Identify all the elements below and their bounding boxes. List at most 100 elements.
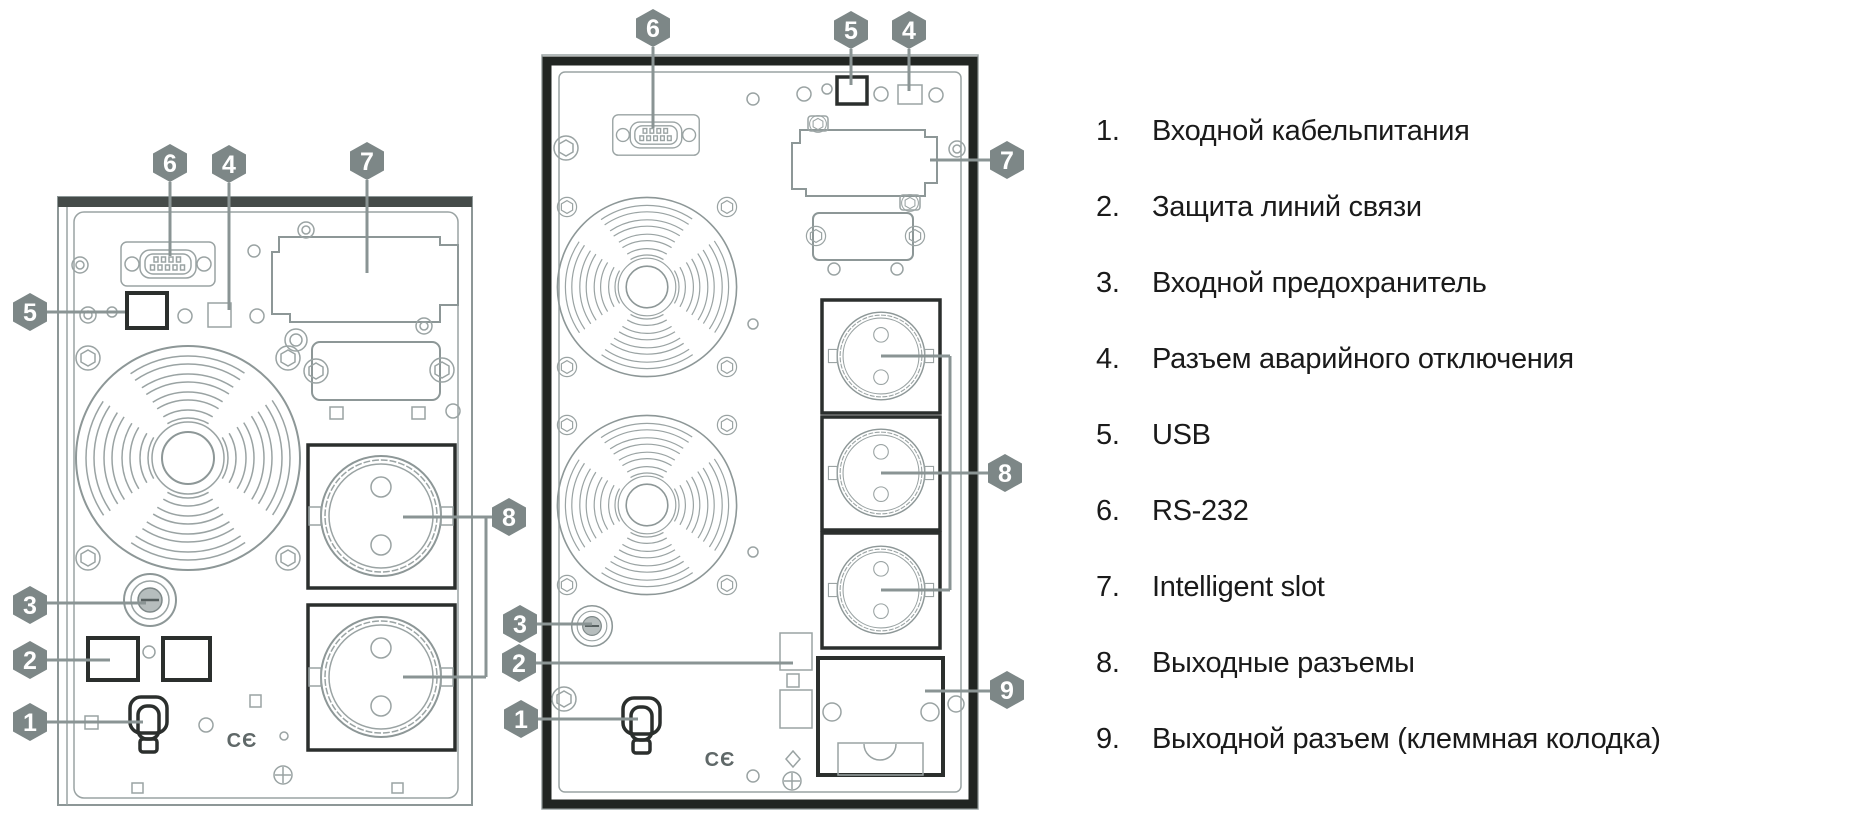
- legend-item-2: 2. Защита линий связи: [1096, 187, 1422, 227]
- input-fuse: [122, 572, 178, 628]
- callout-badge-middle-1: 1: [504, 700, 538, 738]
- svg-text:5: 5: [23, 299, 37, 327]
- legend-item-8: 8. Выходные разъемы: [1096, 643, 1415, 683]
- screw-icon: [297, 221, 315, 239]
- legend-item-4: 4. Разъем аварийного отключения: [1096, 339, 1574, 379]
- legend-label: Входной кабельпитания: [1152, 114, 1470, 147]
- legend-number: 4.: [1096, 342, 1120, 375]
- legend-number: 5.: [1096, 418, 1120, 451]
- callout-badge-left-8: 8: [492, 498, 526, 536]
- option-slot: [812, 212, 914, 261]
- svg-text:4: 4: [222, 151, 236, 179]
- svg-text:5: 5: [844, 17, 858, 45]
- svg-text:7: 7: [1000, 147, 1014, 175]
- legend-item-9: 9. Выходной разъем (клеммная колодка): [1096, 719, 1661, 759]
- ground-screw-icon: [782, 771, 802, 791]
- legend-label: Разъем аварийного отключения: [1152, 342, 1574, 375]
- callout-badge-left-5: 5: [13, 293, 47, 331]
- legend-label: Защита линий связи: [1152, 190, 1422, 223]
- svg-text:2: 2: [512, 650, 526, 678]
- comm-line-protection-ports: [779, 632, 813, 729]
- usb-port: [125, 291, 169, 330]
- input-fuse: [570, 604, 614, 648]
- callout-badge-left-2: 2: [13, 641, 47, 679]
- svg-text:8: 8: [502, 504, 516, 532]
- callout-badge-middle-2: 2: [502, 644, 536, 682]
- intelligent-slot: [791, 129, 938, 197]
- callout-lines-middle: [536, 47, 990, 721]
- intelligent-slot: [271, 236, 459, 323]
- legend-label: Выходной разъем (клеммная колодка): [1152, 722, 1661, 755]
- legend-number: 8.: [1096, 646, 1120, 679]
- power-cable-inlet: [621, 696, 662, 755]
- svg-text:2: 2: [23, 647, 37, 675]
- diamond-screw-icon: [785, 749, 801, 769]
- screw-icon: [904, 225, 926, 247]
- legend-item-5: 5. USB: [1096, 415, 1211, 455]
- callout-badge-middle-9: 9: [990, 671, 1024, 709]
- callout-badge-middle-5: 5: [834, 11, 868, 49]
- legend-number: 1.: [1096, 114, 1120, 147]
- callout-badge-middle-6: 6: [636, 9, 670, 47]
- legend-label: Intelligent slot: [1152, 570, 1325, 603]
- screw-icon: [79, 306, 97, 324]
- svg-text:1: 1: [23, 709, 37, 737]
- legend-number: 2.: [1096, 190, 1120, 223]
- svg-text:3: 3: [23, 592, 37, 620]
- svg-text:6: 6: [646, 15, 660, 43]
- svg-text:3: 3: [513, 611, 527, 639]
- legend-item-3: 3. Входной предохранитель: [1096, 263, 1487, 303]
- callout-badge-middle-7: 7: [990, 141, 1024, 179]
- fan-grille-upper: [557, 197, 736, 376]
- option-slot: [311, 341, 441, 401]
- rs232-port: [120, 241, 216, 287]
- legend-label: RS-232: [1152, 494, 1249, 527]
- ups-rear-panel-left: CЄ: [57, 196, 473, 806]
- legend-number: 9.: [1096, 722, 1120, 755]
- callout-badge-middle-8: 8: [988, 454, 1022, 492]
- panel-top-bar: [58, 197, 472, 207]
- ups-rear-panel-middle: CЄ: [541, 54, 979, 810]
- legend-label: Входной предохранитель: [1152, 266, 1487, 299]
- svg-text:6: 6: [163, 150, 177, 178]
- epo-port: [207, 302, 232, 328]
- callout-badge-left-1: 1: [13, 703, 47, 741]
- callout-lines-left: [47, 180, 492, 724]
- fan-grille: [76, 346, 300, 570]
- svg-text:9: 9: [1000, 677, 1014, 705]
- legend-label: USB: [1152, 418, 1211, 451]
- screw-icon: [809, 115, 827, 133]
- legend-item-1: 1. Входной кабельпитания: [1096, 111, 1470, 151]
- callout-badge-left-7: 7: [350, 142, 384, 180]
- terminal-block-output: [816, 656, 945, 777]
- screw-icon: [415, 317, 433, 335]
- callout-badge-middle-3: 3: [503, 605, 537, 643]
- legend-item-6: 6. RS-232: [1096, 491, 1249, 531]
- callout-badge-middle-4: 4: [892, 11, 926, 49]
- screw-icon: [553, 135, 579, 161]
- rs232-port: [612, 114, 700, 156]
- legend-label: Выходные разъемы: [1152, 646, 1415, 679]
- ce-mark: CЄ: [705, 749, 736, 771]
- screw-icon: [901, 194, 919, 212]
- legend-number: 3.: [1096, 266, 1120, 299]
- output-outlets: [306, 443, 457, 752]
- callout-badge-left-3: 3: [13, 586, 47, 624]
- screw-icon: [303, 358, 329, 384]
- panel-frame: [542, 56, 978, 809]
- screw-icon: [429, 357, 455, 383]
- legend: 1. Входной кабельпитания 2. Защита линий…: [1096, 0, 1866, 824]
- callout-badge-left-4: 4: [212, 145, 246, 183]
- svg-text:7: 7: [360, 148, 374, 176]
- svg-text:4: 4: [902, 17, 916, 45]
- fan-grille-lower: [557, 415, 736, 594]
- power-cable-inlet: [128, 695, 169, 754]
- screw-icon: [551, 686, 577, 712]
- ground-screw-icon: [273, 765, 293, 785]
- legend-number: 6.: [1096, 494, 1120, 527]
- legend-item-7: 7. Intelligent slot: [1096, 567, 1325, 607]
- svg-text:1: 1: [514, 706, 528, 734]
- screw-icon: [805, 225, 827, 247]
